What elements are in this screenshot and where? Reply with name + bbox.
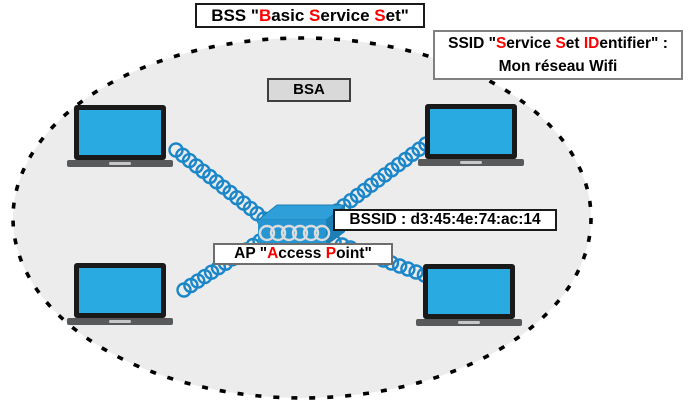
- wireless-link-top-left: [168, 142, 272, 227]
- laptop-icon-top-right: [418, 104, 524, 166]
- laptop-icon-top-left: [67, 105, 173, 167]
- ssid-label-line2: Mon réseau Wifi: [498, 58, 618, 75]
- laptop-icon-bottom-left: [67, 263, 173, 325]
- ssid-label-line1: SSID "Service Set IDentifier" :: [448, 35, 668, 52]
- ap-label: AP "Access Point": [213, 243, 393, 265]
- laptop-icon-bottom-right: [416, 264, 522, 326]
- bss-title: BSS "Basic Service Set": [195, 3, 425, 28]
- access-point-icon: [256, 204, 347, 246]
- bsa-label: BSA: [267, 78, 351, 102]
- ssid-label: SSID "Service Set IDentifier" : Mon rése…: [433, 30, 683, 80]
- bssid-label: BSSID : d3:45:4e:74:ac:14: [333, 209, 557, 231]
